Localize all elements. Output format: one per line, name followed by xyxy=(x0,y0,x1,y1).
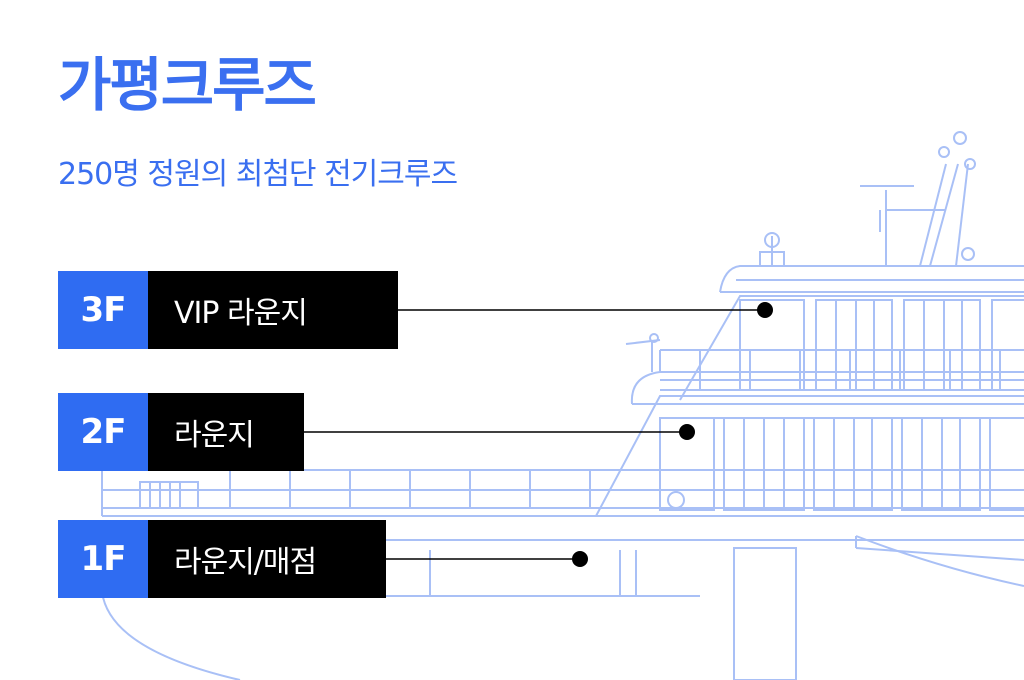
hull-bow xyxy=(855,535,1024,587)
floor-tag-1f: 1F 라운지/매점 xyxy=(58,520,386,598)
floor-label: 라운지 xyxy=(148,393,304,471)
floor-badge: 1F xyxy=(58,520,148,598)
floor-label: VIP 라운지 xyxy=(148,271,398,349)
floor-badge: 3F xyxy=(58,271,148,349)
marker-dot-3f xyxy=(757,302,773,318)
hull-door xyxy=(733,547,797,680)
roof xyxy=(719,265,1024,293)
marker-dot-1f xyxy=(572,551,588,567)
page-subtitle: 250명 정원의 최첨단 전기크루즈 xyxy=(58,157,458,192)
floor-badge: 2F xyxy=(58,393,148,471)
page-title: 가평크루즈 xyxy=(58,51,317,119)
cabin-2f-front xyxy=(595,395,1024,517)
floor-label: 라운지/매점 xyxy=(148,520,386,598)
marker-dot-2f xyxy=(679,424,695,440)
cabin-3f-front xyxy=(679,295,1024,401)
floor-tag-2f: 2F 라운지 xyxy=(58,393,304,471)
floor-tag-3f: 3F VIP 라운지 xyxy=(58,271,398,349)
hull-curve xyxy=(101,591,241,680)
